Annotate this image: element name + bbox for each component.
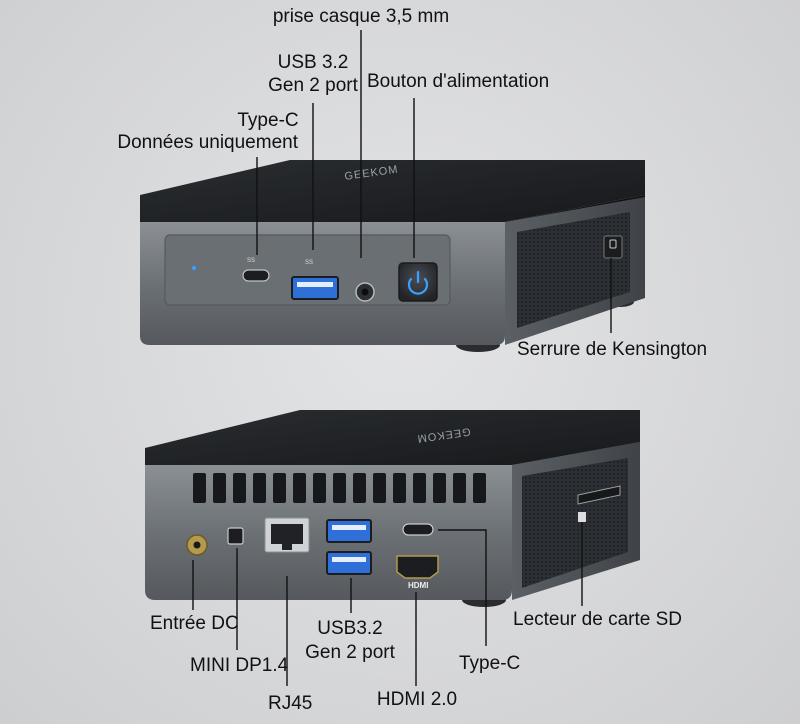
label-rj45: RJ45	[268, 693, 313, 714]
label-hdmi: HDMI 2.0	[376, 689, 458, 710]
front-usb-port	[291, 276, 339, 300]
vent-grille	[193, 473, 486, 503]
minidp-port	[227, 527, 244, 545]
leader-lines	[192, 30, 612, 686]
label-front-typec-line1: Type-C	[237, 110, 299, 131]
label-sd-reader: Lecteur de carte SD	[513, 609, 682, 630]
label-power-button: Bouton d'alimentation	[367, 71, 550, 92]
svg-text:SS: SS	[247, 258, 255, 264]
rear-usb-port-bottom	[326, 551, 372, 575]
rear-usb-port-top	[326, 519, 372, 543]
label-minidp: MINI DP1.4	[190, 655, 289, 676]
kensington-slot	[603, 235, 623, 259]
label-rear-usb-line2: Gen 2 port	[305, 642, 395, 663]
front-typec-port	[242, 269, 270, 282]
label-front-usb-line1: USB 3.2	[277, 52, 349, 73]
label-rear-usb-line1: USB3.2	[317, 618, 383, 639]
hdmi-marking: HDMI	[408, 581, 428, 590]
label-kensington: Serrure de Kensington	[517, 339, 708, 360]
sd-card-slot	[577, 485, 621, 505]
rear-unit: HDMI GEEKOM	[145, 410, 640, 607]
front-lid	[140, 160, 645, 222]
leader-typec-rear	[438, 529, 487, 646]
svg-text:SS: SS	[305, 260, 313, 266]
front-unit: SS SS GEEKOM	[140, 160, 645, 352]
status-led	[192, 266, 196, 270]
label-front-usb-line2: Gen 2 port	[268, 75, 358, 96]
front-port-bezel	[164, 234, 451, 306]
label-dc-input: Entrée DC	[150, 613, 239, 634]
rear-lid	[145, 410, 640, 465]
label-front-typec-line2: Données uniquement	[117, 132, 298, 153]
label-audio-jack: prise casque 3,5 mm	[272, 6, 450, 27]
label-rear-typec: Type-C	[459, 653, 521, 674]
hdmi-port	[396, 555, 439, 579]
rear-typec-port	[402, 523, 434, 536]
